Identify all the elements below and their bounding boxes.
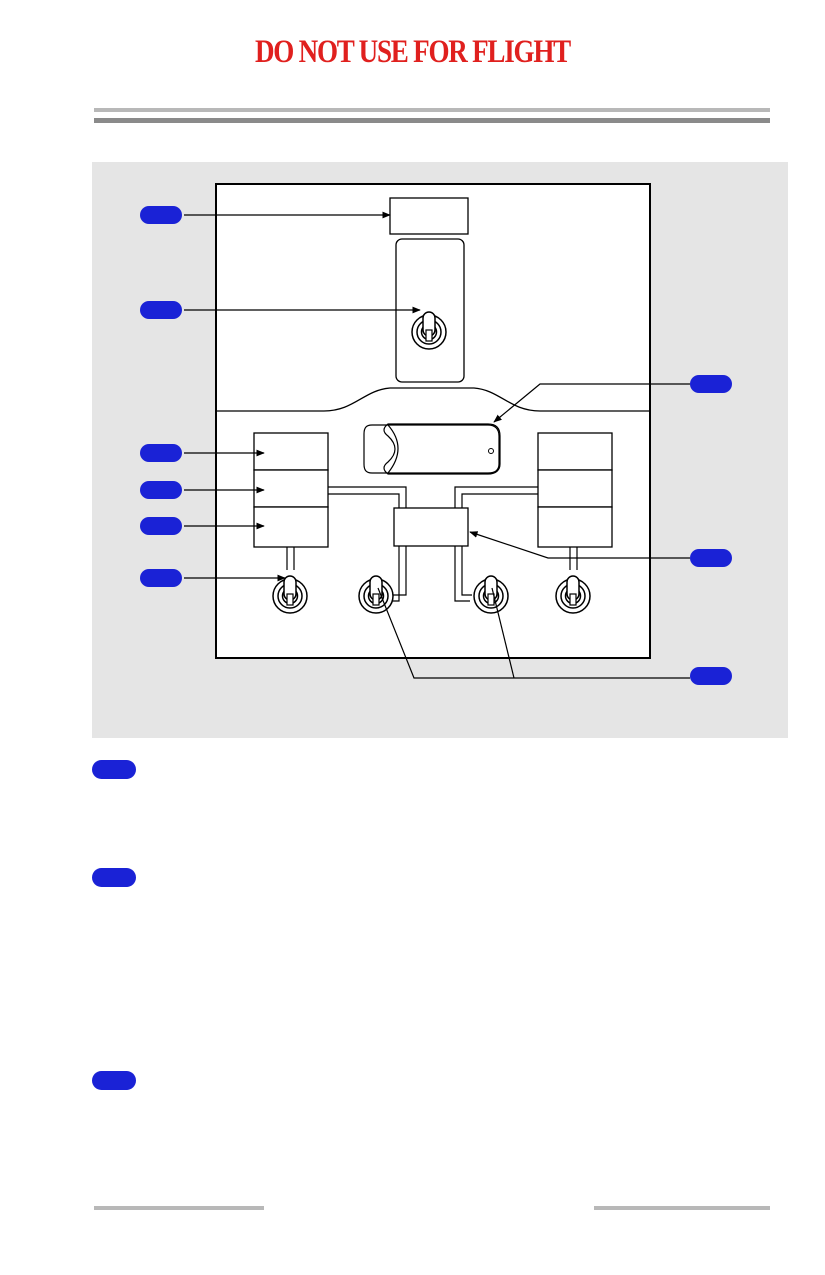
callout-pill <box>140 301 182 319</box>
top-label-box <box>389 197 469 235</box>
footer-rule-right <box>594 1206 770 1210</box>
left-label-1 <box>253 432 329 471</box>
leader-lines <box>184 211 690 679</box>
right-label-2 <box>537 469 613 508</box>
footer-rule-left <box>94 1206 264 1210</box>
left-label-2 <box>253 469 329 508</box>
figure-callouts <box>140 206 732 685</box>
callout-pill <box>690 549 732 567</box>
center-label-box <box>393 507 469 547</box>
callout-pill <box>690 667 732 685</box>
panel-wiring <box>286 486 578 602</box>
callout-pill <box>140 444 182 462</box>
panel-divider <box>216 387 650 412</box>
right-label-3 <box>537 506 613 548</box>
left-label-3 <box>253 506 329 548</box>
header-rule-thick <box>94 118 770 123</box>
callout-pill <box>92 1071 136 1090</box>
callout-pill <box>140 569 182 587</box>
switch-panel-diagram <box>140 183 732 685</box>
callout-pill <box>140 481 182 499</box>
header-rule-thin <box>94 108 770 112</box>
callout-pill <box>92 760 136 779</box>
callout-pill <box>140 206 182 224</box>
warning-banner: DO NOT USE FOR FLIGHT <box>254 34 571 70</box>
placard-tag <box>363 423 501 475</box>
callout-pill <box>140 517 182 535</box>
right-label-1 <box>537 432 613 471</box>
callout-pill <box>690 375 732 393</box>
callout-pill <box>92 868 136 887</box>
switch-panel-figure <box>92 162 788 738</box>
